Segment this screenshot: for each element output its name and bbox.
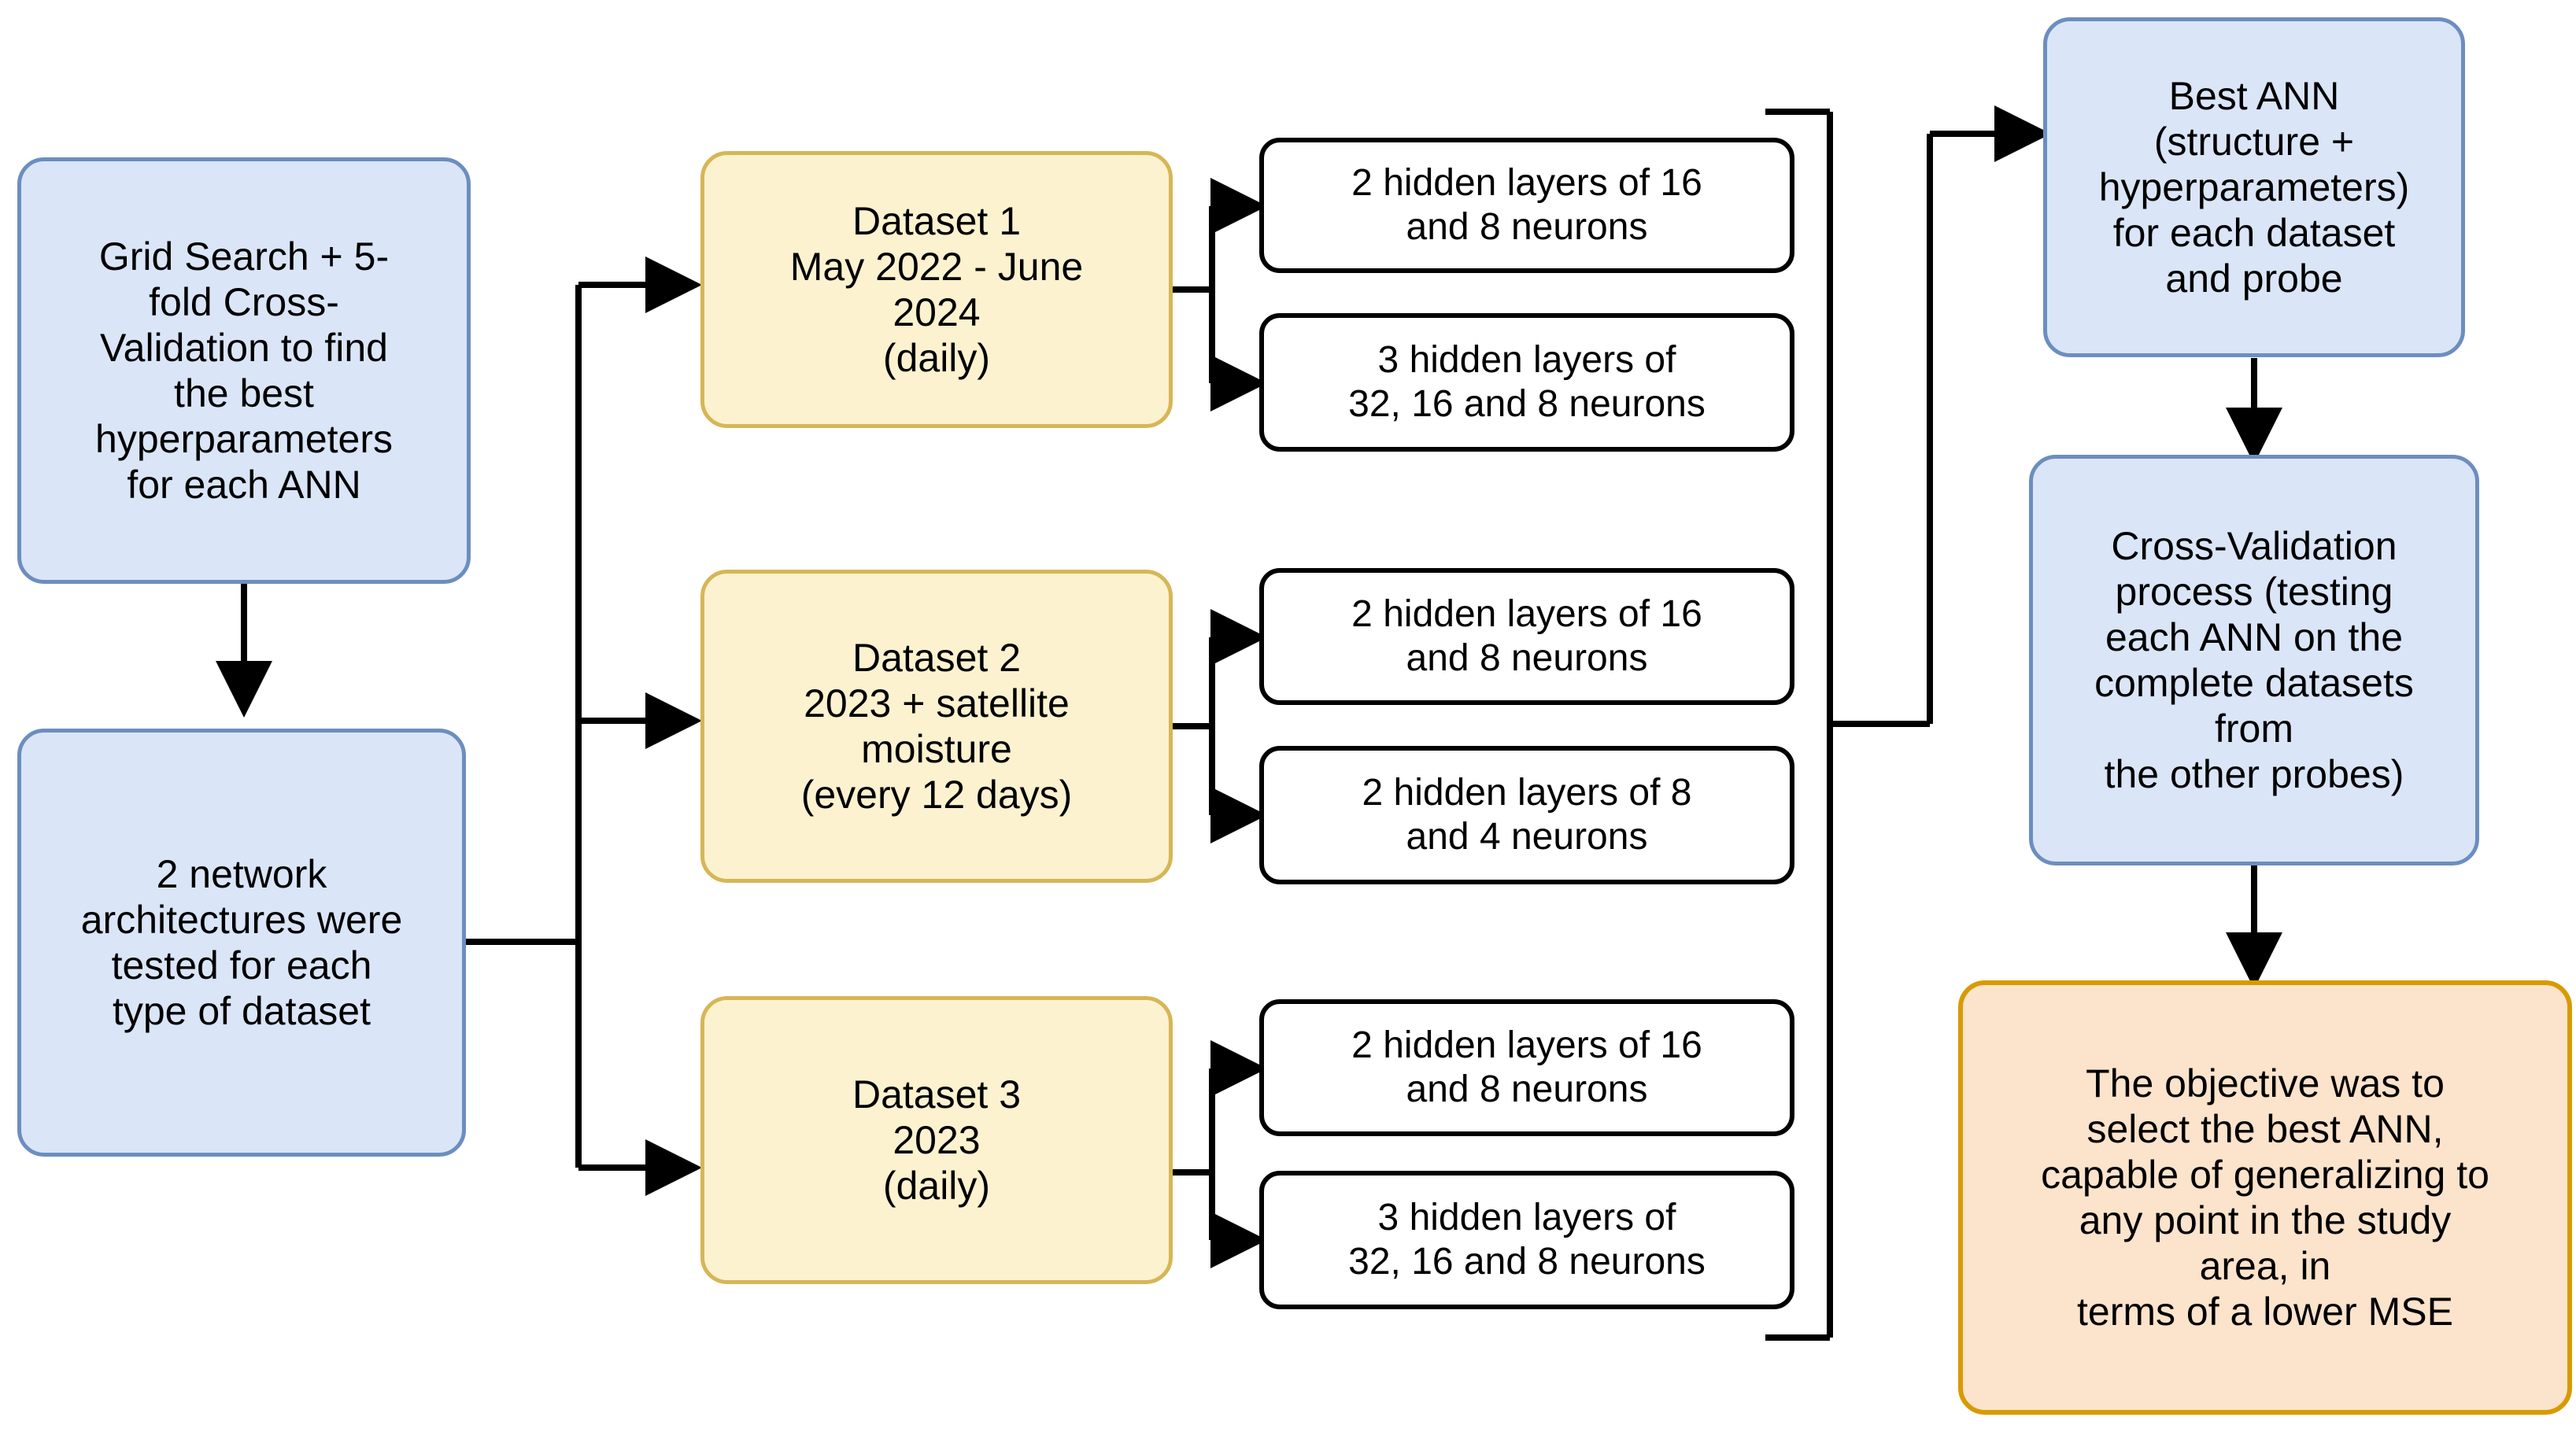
node-dataset2-architecture-1[interactable]: 2 hidden layers of 16 and 8 neurons (1259, 568, 1794, 705)
node-objective[interactable]: The objective was to select the best ANN… (1958, 980, 2572, 1415)
node-best-ann[interactable]: Best ANN (structure + hyperparameters) f… (2043, 17, 2465, 357)
node-network-architectures[interactable]: 2 network architectures were tested for … (17, 729, 466, 1157)
node-cross-validation-process[interactable]: Cross-Validation process (testing each A… (2029, 455, 2479, 865)
node-dataset-3[interactable]: Dataset 3 2023 (daily) (700, 996, 1173, 1284)
node-dataset3-architecture-1[interactable]: 2 hidden layers of 16 and 8 neurons (1259, 999, 1794, 1136)
node-dataset3-architecture-2[interactable]: 3 hidden layers of 32, 16 and 8 neurons (1259, 1171, 1794, 1309)
node-dataset2-architecture-2[interactable]: 2 hidden layers of 8 and 4 neurons (1259, 746, 1794, 884)
node-dataset-1[interactable]: Dataset 1 May 2022 - June 2024 (daily) (700, 151, 1173, 428)
node-dataset1-architecture-2[interactable]: 3 hidden layers of 32, 16 and 8 neurons (1259, 313, 1794, 452)
node-grid-search[interactable]: Grid Search + 5- fold Cross- Validation … (17, 157, 471, 584)
node-dataset-2[interactable]: Dataset 2 2023 + satellite moisture (eve… (700, 570, 1173, 883)
node-dataset1-architecture-1[interactable]: 2 hidden layers of 16 and 8 neurons (1259, 138, 1794, 273)
